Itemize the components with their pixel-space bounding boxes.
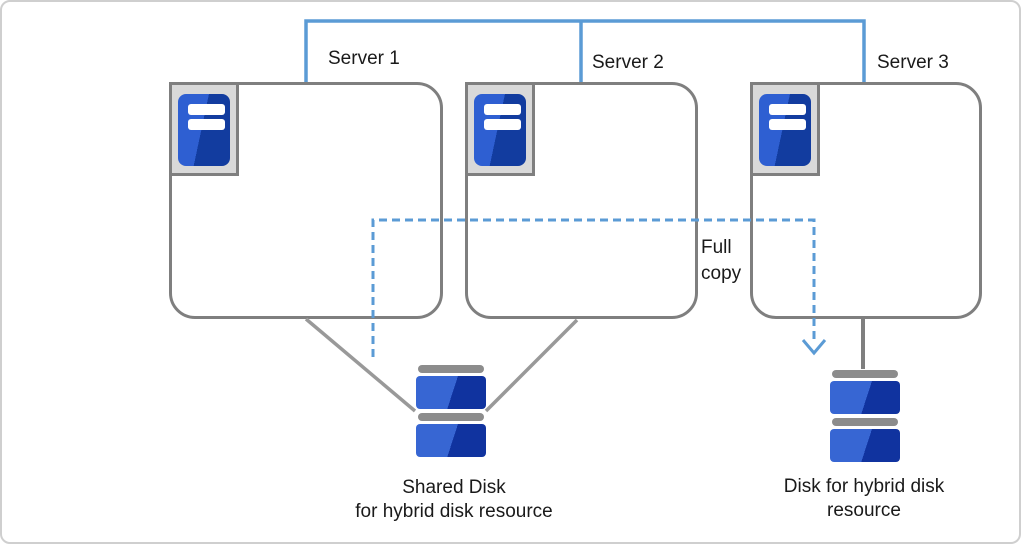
disk-platter [416,376,486,409]
server-icon-slot [188,104,225,115]
full-copy-label: Full copy [701,235,741,287]
disk-cap-bar [832,370,898,378]
hybrid-disk-label: Disk for hybrid disk resource [744,475,984,523]
server-icon-screen [178,94,230,166]
disk-platter [830,381,900,414]
server-icon [465,82,535,176]
server-1-box [169,82,443,319]
disk-platter [830,429,900,462]
server1-shared-disk-line [304,317,417,413]
server-3-label: Server 3 [877,52,949,73]
server-icon-slot [484,119,521,130]
server-icon [169,82,239,176]
disk-stack-icon [416,365,486,457]
disk-cap-bar [832,418,898,426]
server2-shared-disk-line [484,318,579,413]
shared-disk-label: Shared Disk for hybrid disk resource [314,476,594,524]
server-1-label: Server 1 [328,48,400,69]
disk-platter [416,424,486,457]
server-icon-slot [484,104,521,115]
hybrid-disk-label-line1: Disk for hybrid disk [783,476,945,497]
server-icon-slot [769,119,806,130]
disk-cap-bar [418,365,484,373]
server-icon-screen [759,94,811,166]
server-icon-slot [188,119,225,130]
server-icon [750,82,820,176]
server-icon-screen [474,94,526,166]
server-2-box [465,82,698,319]
hybrid-disk-label-line2: resource [827,500,901,521]
dashed-arrow-down-icon [801,339,827,356]
disk-cap-bar [418,413,484,421]
server-3-box [750,82,982,319]
shared-disk-label-line1: Shared Disk [402,477,506,498]
full-copy-line2: copy [701,263,742,284]
full-copy-line1: Full [701,237,732,258]
disk-stack-icon [830,370,900,462]
shared-disk-label-line2: for hybrid disk resource [355,501,553,522]
server-2-label: Server 2 [592,52,664,73]
server-icon-slot [769,104,806,115]
